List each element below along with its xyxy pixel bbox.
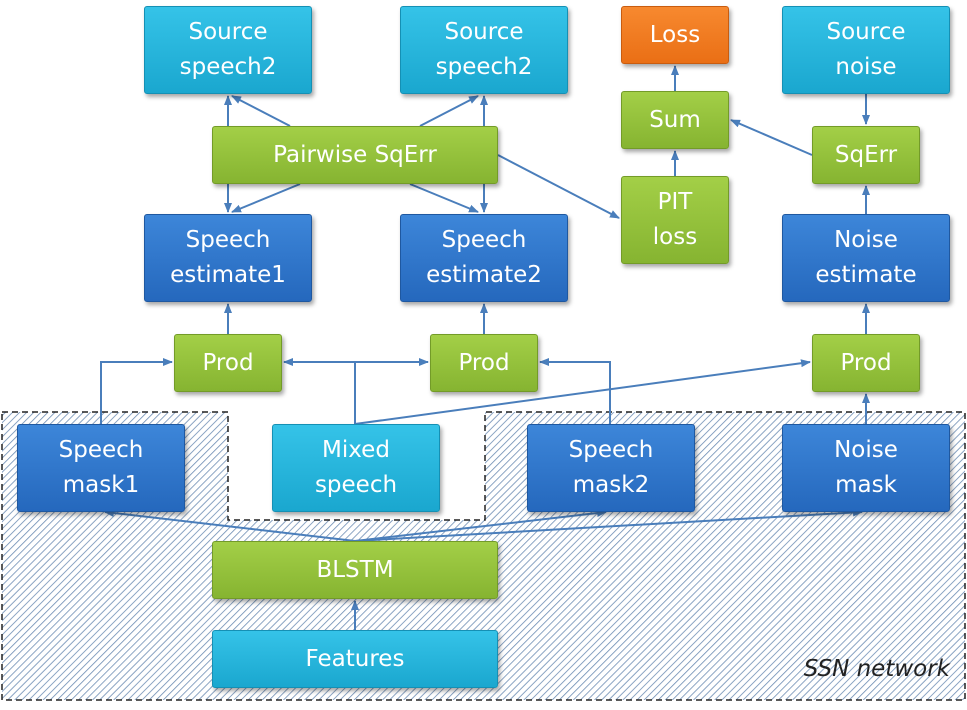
sqerr-to-sum-arrow	[730, 119, 813, 156]
mixed-to-prod1-arrow	[283, 358, 356, 424]
pairwise-to-estimate2-left-arrow	[409, 183, 479, 213]
pairwise-sqerr-node: Pairwise SqErr	[212, 126, 498, 184]
mixed-speech-node: Mixed speech	[272, 424, 440, 512]
pairwise-to-estimate1-diag-arrow	[231, 183, 301, 213]
prod1-node: Prod	[174, 334, 282, 392]
noise-mask-node: Noise mask	[782, 424, 950, 512]
pairwise-to-pit-arrow	[497, 154, 620, 219]
source-speech-b-node: Source speech2	[400, 6, 568, 94]
blstm-to-mask1-arrow	[104, 509, 356, 542]
mixed-to-prod3-arrow	[354, 359, 811, 425]
speech-mask1-node: Speech mask1	[17, 424, 185, 512]
edges	[100, 65, 870, 630]
mask1-to-prod1-arrow	[100, 358, 173, 424]
ssn-network-label: SSN network	[803, 656, 950, 682]
features-node: Features	[212, 630, 498, 688]
source-noise-node: Source noise	[782, 6, 950, 94]
blstm-node: BLSTM	[212, 541, 498, 599]
blstm-to-mask2-arrow	[354, 509, 607, 542]
speech-mask2-node: Speech mask2	[527, 424, 695, 512]
sum-node: Sum	[621, 91, 729, 149]
sqerr-node: SqErr	[812, 126, 920, 184]
prod3-node: Prod	[812, 334, 920, 392]
pairwise-to-source-a-diag-arrow	[231, 95, 291, 127]
blstm-to-noise-mask-arrow	[354, 508, 863, 542]
loss-node: Loss	[621, 6, 729, 64]
speech-estimate1-node: Speech estimate1	[144, 214, 312, 302]
pit-loss-node: PIT loss	[621, 176, 729, 264]
mask2-to-prod2-arrow	[539, 358, 611, 424]
pairwise-to-source-b-diag-arrow	[419, 95, 479, 127]
prod2-node: Prod	[430, 334, 538, 392]
speech-estimate2-node: Speech estimate2	[400, 214, 568, 302]
source-speech-a-node: Source speech2	[144, 6, 312, 94]
noise-estimate-node: Noise estimate	[782, 214, 950, 302]
